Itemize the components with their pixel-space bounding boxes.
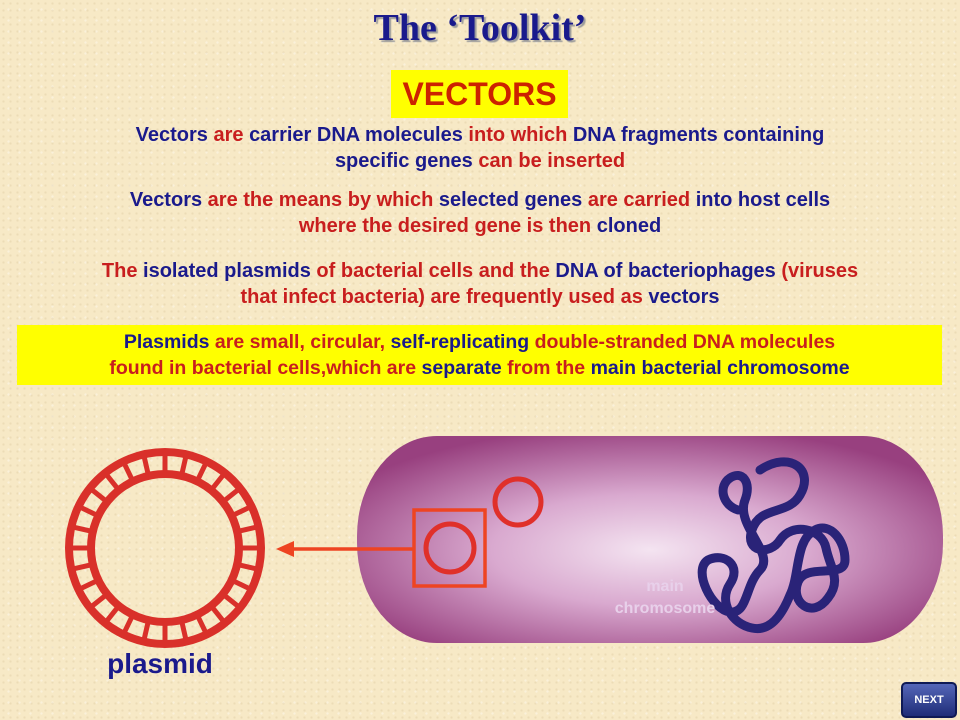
text-run: into which bbox=[468, 124, 573, 146]
plasmid-rung bbox=[121, 460, 136, 483]
chromosome-label-line1: main bbox=[646, 578, 684, 595]
text-run: that infect bacteria) are frequently use… bbox=[240, 286, 649, 308]
main-chromosome-label: main chromosome bbox=[590, 576, 740, 620]
text-run: found in bacterial cells,which are bbox=[109, 357, 422, 379]
plasmid-rung bbox=[194, 613, 209, 636]
plasmid-rung bbox=[230, 504, 253, 519]
text-run: are the means by which bbox=[207, 189, 439, 211]
cell-plasmid-boxed bbox=[423, 521, 477, 575]
p2-line2: where the desired gene is then cloned bbox=[299, 215, 661, 237]
plasmid-rung bbox=[70, 524, 94, 534]
text-run: can be inserted bbox=[478, 150, 626, 172]
vectors-badge: VECTORS bbox=[391, 70, 568, 118]
text-run: self-replicating bbox=[390, 331, 535, 353]
plasmid-rung bbox=[141, 619, 151, 643]
paragraph-vectors-definition: Vectors are carrier DNA molecules into w… bbox=[20, 122, 940, 174]
text-run: selected genes bbox=[438, 189, 588, 211]
p3-line1: The isolated plasmids of bacterial cells… bbox=[102, 260, 858, 282]
text-run: are bbox=[213, 124, 250, 146]
paragraph-vectors-means: Vectors are the means by which selected … bbox=[20, 187, 940, 239]
next-button[interactable]: NEXT bbox=[901, 682, 957, 718]
paragraph-isolated-plasmids: The isolated plasmids of bacterial cells… bbox=[20, 258, 940, 310]
p1-line1: Vectors are carrier DNA molecules into w… bbox=[136, 124, 825, 146]
plasmid-rung bbox=[77, 504, 100, 519]
text-run: host cells bbox=[737, 189, 831, 211]
plasmid-rung bbox=[141, 453, 151, 477]
text-run: are small, circular, bbox=[214, 331, 391, 353]
main-chromosome bbox=[697, 457, 850, 634]
text-run: carrier DNA molecules bbox=[249, 124, 469, 146]
text-run: main bacterial chromosome bbox=[590, 357, 850, 379]
plasmid-rung bbox=[230, 577, 253, 592]
arrow-head bbox=[276, 541, 294, 557]
text-run: Vectors bbox=[129, 189, 208, 211]
text-run: where the desired gene is then bbox=[298, 215, 597, 237]
plasmid-definition-box: Plasmids are small, circular, self-repli… bbox=[17, 325, 942, 385]
text-run: specific genes bbox=[334, 150, 479, 172]
text-run: double-stranded DNA molecules bbox=[534, 331, 836, 353]
plasmid-rung bbox=[236, 562, 260, 572]
text-run: separate bbox=[421, 357, 508, 379]
plasmid-rung bbox=[236, 524, 260, 534]
p4-line1: Plasmids are small, circular, self-repli… bbox=[124, 331, 835, 353]
text-run: are carried bbox=[587, 189, 696, 211]
text-run: (viruses bbox=[781, 260, 859, 282]
cell-plasmid-small bbox=[492, 476, 544, 528]
plasmid-rung bbox=[70, 562, 94, 572]
p3-line2: that infect bacteria) are frequently use… bbox=[240, 286, 719, 308]
text-run: from the bbox=[507, 357, 591, 379]
text-run: vectors bbox=[648, 286, 720, 308]
plasmid-rung bbox=[221, 592, 242, 610]
plasmid-rung bbox=[88, 592, 109, 610]
text-run: The bbox=[101, 260, 144, 282]
slide-title: The ‘Toolkit’ bbox=[373, 7, 587, 49]
text-run: Plasmids bbox=[123, 331, 215, 353]
plasmid-rung bbox=[221, 486, 242, 504]
text-run: Vectors bbox=[135, 124, 214, 146]
plasmid-rung bbox=[77, 577, 100, 592]
chromosome-label-line2: chromosome bbox=[614, 600, 716, 617]
plasmid-rung bbox=[194, 460, 209, 483]
p1-line2: specific genes can be inserted bbox=[335, 150, 625, 172]
plasmid-rung bbox=[103, 604, 121, 625]
plasmid-rung bbox=[209, 604, 227, 625]
p2-line1: Vectors are the means by which selected … bbox=[130, 189, 830, 211]
p4-line2: found in bacterial cells,which are separ… bbox=[109, 357, 849, 379]
plasmid-label: plasmid bbox=[107, 648, 213, 679]
plasmid-rung bbox=[209, 471, 227, 492]
plasmid-rung bbox=[179, 619, 189, 643]
plasmid-rung bbox=[121, 613, 136, 636]
text-run: of bacterial cells and the bbox=[316, 260, 556, 282]
text-run: into bbox=[695, 189, 738, 211]
paragraph-plasmid-definition: Plasmids are small, circular, self-repli… bbox=[17, 329, 942, 381]
plasmid-ring bbox=[65, 448, 265, 648]
text-run: cloned bbox=[596, 215, 662, 237]
text-run: DNA of bacteriophages bbox=[555, 260, 782, 282]
text-run: isolated plasmids bbox=[143, 260, 317, 282]
plasmid-rung bbox=[103, 471, 121, 492]
text-run: DNA fragments containing bbox=[572, 124, 825, 146]
plasmid-rung bbox=[88, 486, 109, 504]
plasmid-rung bbox=[179, 453, 189, 477]
